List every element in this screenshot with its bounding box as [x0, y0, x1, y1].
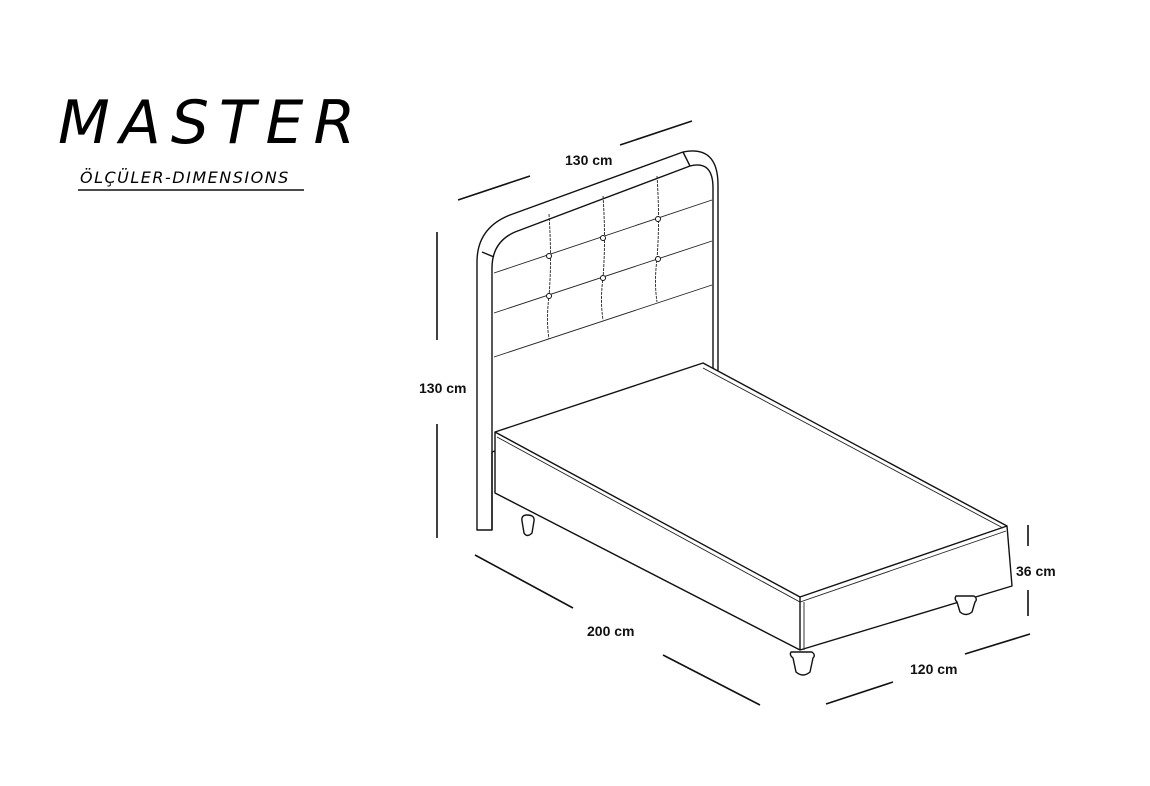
- dimension-lines: [436, 120, 1031, 706]
- headboard-height-label: 130 cm: [419, 380, 466, 396]
- dimensions-subtitle: ÖLÇÜLER-DIMENSIONS: [80, 168, 290, 187]
- length-label: 200 cm: [587, 623, 634, 639]
- product-title: MASTER: [58, 88, 365, 158]
- bed-base: [494, 362, 1013, 676]
- headboard-width-label: 130 cm: [565, 152, 612, 168]
- base-height-label: 36 cm: [1016, 563, 1056, 579]
- tufting-buttons: [546, 216, 661, 299]
- width-label: 120 cm: [910, 661, 957, 677]
